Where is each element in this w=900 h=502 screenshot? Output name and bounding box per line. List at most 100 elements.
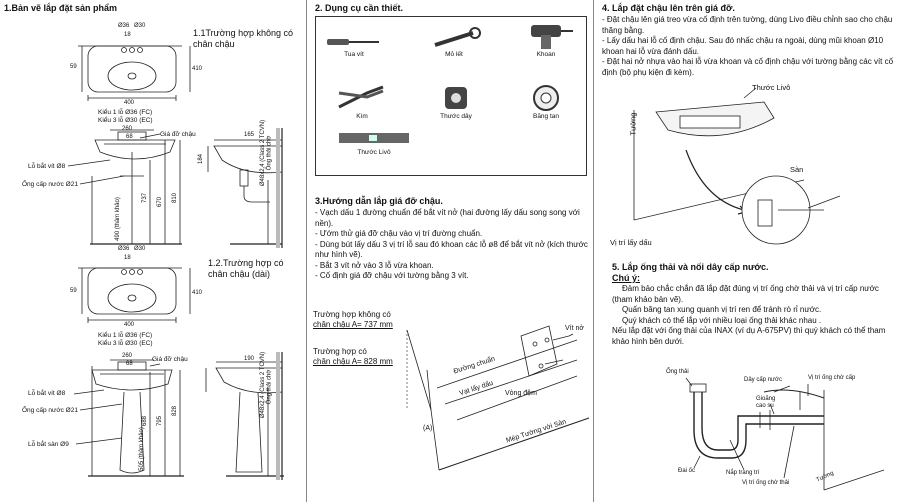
note-line: Nếu lắp đặt với ống thải của INAX (ví dụ… — [612, 326, 886, 346]
supply-pipe-label-a: Ống cấp nước Ø21 — [22, 181, 78, 188]
section4-steps: - Đặt chậu lên giá treo vừa cố định trên… — [602, 15, 896, 78]
dim-d18-b: 18 — [124, 255, 131, 261]
floor-label: Sàn — [790, 165, 804, 174]
section-installation-drawing: 1.Bản vẽ lắp đặt sản phẩm 1.1Trường hợp … — [0, 0, 307, 502]
dim-w400-a: 400 — [124, 100, 135, 106]
step-line: - Lấy dấu hai lỗ cố định chậu. Sau đó nh… — [602, 36, 884, 56]
dim-d36-b: Ø36 — [118, 246, 130, 252]
dim-d828: 828 — [172, 405, 179, 417]
step-line: - Bắt 3 vít nở vào 3 lỗ vừa khoan. — [315, 260, 434, 270]
waste-pipe-label-b: Ống thải chờ — [266, 369, 273, 405]
dim-w68-a: 68 — [126, 134, 133, 140]
tools-box: Tua vít Mỏ lết Khoan Kìm Thước dây Băng … — [315, 16, 587, 176]
supply-pipe-label-b: Ống cấp nước Ø21 — [22, 407, 78, 414]
dim-h410-a: 410 — [192, 66, 203, 72]
waste-pipe-label-a: Ống thải chờ — [266, 135, 273, 171]
drain-pipe-label: Ống thải — [666, 369, 689, 375]
step-line: - Vạch dấu 1 đường chuẩn để bắt vít nở (… — [315, 208, 580, 228]
supply-hose-label: Dây cấp nước — [744, 377, 782, 383]
dim-d30-a: Ø30 — [134, 23, 146, 29]
step-line: - Cố định giá đỡ chậu với tường bằng 3 v… — [315, 271, 469, 280]
note-line: Đảm bảo chắc chắn đã lắp đặt đúng vị trí… — [612, 284, 879, 304]
installation-drawings-svg — [67, 45, 284, 480]
tool-wrench: Mỏ lết — [424, 25, 484, 58]
dim-d490: 490 (thâm khảo) — [114, 197, 121, 241]
case-no-pedestal-value: chân chậu A= 737 mm — [313, 320, 393, 329]
tool-tape-measure: Thước dây — [426, 83, 486, 120]
dim-d670: 670 — [157, 196, 164, 208]
drill-icon — [531, 25, 573, 49]
dim-d795: 795 — [157, 415, 164, 427]
dim-w260-a: 260 — [122, 126, 133, 132]
supply-position-label: Vị trí ống chờ cấp — [808, 375, 856, 381]
faucet-holes-a: Kiểu 1 lỗ Ø36 (FC) Kiểu 3 lỗ Ø30 (EC) — [98, 109, 153, 124]
tool-drill: Khoan — [516, 21, 576, 58]
case-no-pedestal-title: 1.1Trường hợp không có chân chậu — [193, 28, 294, 49]
section5-title: 5. Lắp ống thải và nối dây cấp nước. — [612, 262, 769, 272]
tool-tape-roll: Băng tan — [516, 83, 576, 120]
tool-screwdriver: Tua vít — [324, 31, 384, 58]
bracket-label-b: Giá đỡ chậu — [152, 356, 188, 363]
wrench-icon — [434, 27, 481, 47]
section4-title: 4. Lắp đặt chậu lên trên giá đỡ. — [602, 3, 735, 13]
drain-spec-b: Ø48x2.4 (Class 2 TCVN) — [260, 351, 267, 419]
dim-h410-b: 410 — [192, 290, 203, 296]
section3-steps: - Vạch dấu 1 đường chuẩn để bắt vít nở (… — [315, 208, 591, 282]
nut-label: Đai ốc — [678, 468, 696, 474]
washer-label: Vòng đệm — [505, 390, 537, 397]
case-pedestal-label: Trường hợp có — [313, 347, 367, 356]
dim-d165: 165 — [244, 132, 255, 138]
dim-d688: 688 — [142, 415, 149, 427]
mark-position-label: Vị trí lấy dấu — [610, 238, 652, 247]
tool-pliers: Kìm — [332, 83, 392, 120]
step-line: - Ướm thử giá đỡ chậu vào vị trí đường c… — [315, 229, 483, 238]
screw-hole-label-a: Lỗ bắt vít Ø8 — [28, 163, 66, 170]
dim-w400-b: 400 — [124, 322, 135, 328]
screw-hole-label-b: Lỗ bắt vít Ø8 — [28, 390, 66, 397]
dim-d59-b: 59 — [70, 288, 77, 294]
rubber-gasket-label: Gioăng cao su — [756, 396, 776, 409]
section3-title: 3.Hướng dẫn lắp giá đỡ chậu. — [315, 196, 443, 206]
bracket-install-diagram — [406, 325, 590, 471]
floor-hole-label-b: Lỗ bắt sàn Ø9 — [28, 441, 69, 448]
faucet-holes-b: Kiểu 1 lỗ Ø36 (FC) Kiểu 3 lỗ Ø30 (EC) — [98, 332, 153, 347]
tape-roll-icon — [533, 85, 559, 111]
step-line: - Đặt hai nở nhựa vào hai lỗ vừa khoan v… — [602, 57, 894, 77]
dim-d59-a: 59 — [70, 64, 77, 70]
section1-title: 1.Bản vẽ lắp đặt sản phẩm — [4, 3, 118, 13]
screwdriver-icon — [327, 39, 379, 45]
basin-mounting-diagram — [633, 87, 841, 245]
dimension-a-label: (A) — [423, 425, 433, 432]
dim-d190: 190 — [244, 356, 255, 362]
dim-d810: 810 — [172, 192, 179, 204]
dim-w68-b: 68 — [126, 361, 133, 367]
tape-measure-icon — [445, 87, 467, 109]
note-line: Quý khách có thể lắp với nhiều loại ống … — [622, 315, 822, 325]
section5-notes: Đảm bảo chắc chắn đã lắp đặt đúng vị trí… — [612, 284, 892, 347]
section2-title: 2. Dụng cụ cần thiết. — [315, 3, 404, 13]
step-line: - Đặt chậu lên giá treo vừa cố định trên… — [602, 15, 893, 35]
section-basin-mounting: 4. Lắp đặt chậu lên trên giá đỡ. - Đặt c… — [594, 0, 900, 502]
cover-label: Nắp trang trí — [726, 470, 760, 476]
step-line: - Dùng bút lấy dấu 3 vị trí lỗ sau đó kh… — [315, 239, 588, 260]
level-icon — [339, 133, 409, 143]
drain-connection-diagram — [685, 377, 885, 491]
tool-level: Thước Livô — [334, 127, 414, 156]
note-line: Quấn băng tan xung quanh vị trí ren để t… — [622, 305, 822, 314]
pliers-icon — [338, 85, 384, 109]
dim-w260-b: 260 — [122, 353, 133, 359]
dim-d18-a: 18 — [124, 32, 131, 38]
dim-d30-b: Ø30 — [134, 246, 146, 252]
dim-d737: 737 — [142, 192, 149, 204]
drain-spec-a: Ø48x2.4 (Class 2 TCVN) — [260, 119, 267, 187]
case-pedestal-title: 1.2.Trường hợp có chân chậu (dài) — [208, 258, 284, 279]
case-pedestal-value: chân chậu A= 828 mm — [313, 357, 393, 366]
bracket-label-a: Giá đỡ chậu — [160, 131, 196, 138]
waste-position-label: Vị trí ống chờ thải — [742, 480, 790, 486]
dim-d505: 505 (thâm khảo) — [138, 427, 145, 471]
screw-label: Vít nở — [565, 325, 584, 332]
dim-d184: 184 — [198, 153, 205, 165]
dim-d36-a: Ø36 — [118, 23, 130, 29]
case-no-pedestal-label: Trường hợp không có — [313, 310, 391, 319]
section-tools-and-bracket: 2. Dụng cụ cần thiết. Tua vít Mỏ lết Kho… — [307, 0, 594, 502]
